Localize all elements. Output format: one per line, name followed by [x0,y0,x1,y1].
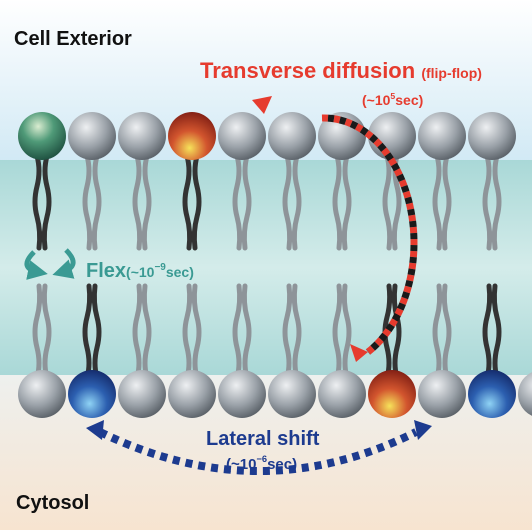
upper-lipid-gray-head [118,112,166,160]
upper-lipid-tail [432,153,452,251]
upper-lipid-gray-head [268,112,316,160]
lower-lipid-blue-head [68,370,116,418]
lower-lipid-tail [482,283,502,381]
flex-time-prefix: (~10 [126,264,155,280]
flex-time-exp: −9 [154,261,166,273]
upper-lipid-tail [182,153,202,251]
lipid-heads [18,112,532,418]
upper-lipid-tail [232,153,252,251]
lower-lipid-blue-head [468,370,516,418]
hydrophobic-core-region [0,160,532,375]
lower-lipid-tail [332,283,352,381]
transverse-arrow-dark-dashes [321,114,418,355]
transverse-time-exp: 5 [390,90,396,101]
lower-lipid-tail [232,283,252,381]
lower-lipid-gray-head [168,370,216,418]
lower-lipid-tail [82,283,102,381]
lower-lipid-tail [282,283,302,381]
cytosol-label: Cytosol [16,492,90,514]
upper-lipid-gray-head [468,112,516,160]
lower-lipid-tail [132,283,152,381]
lower-lipid-tail [432,283,452,381]
transverse-time-prefix: (~10 [362,92,391,108]
transverse-arrowhead-top [252,96,272,114]
lower-lipid-gray-head [268,370,316,418]
transverse-time-suffix: sec) [395,92,424,108]
transverse-title: Transverse diffusion (flip-flop) [200,58,482,84]
upper-lipid-tail [332,153,352,251]
upper-lipid-tail [282,153,302,251]
transverse-subtitle: (flip-flop) [421,65,482,81]
lateral-title: Lateral shift [206,428,320,450]
lateral-time-prefix: (~10 [226,456,257,473]
upper-lipid-red-head [168,112,216,160]
lipid-tails [32,153,502,381]
transverse-arrowhead-bottom [350,344,368,362]
curved-flex-arrows-icon [24,248,76,280]
transverse-title-text: Transverse diffusion [200,58,416,83]
lateral-time: (~10−6sec) [226,454,298,473]
flex-time-suffix: sec) [165,264,194,280]
lateral-arrowhead-left [86,420,104,440]
lower-lipid-gray-head [418,370,466,418]
cell-exterior-label: Cell Exterior [14,28,132,50]
upper-lipid-tail [32,153,52,251]
lower-lipid-gray-head [18,370,66,418]
lower-lipid-gray-head [518,372,532,416]
lower-lipid-red-head [368,370,416,418]
lateral-arrowhead-right [414,420,432,440]
lateral-shift-arrow [98,428,418,475]
upper-lipid-gray-head [218,112,266,160]
lower-lipid-gray-head [118,370,166,418]
transverse-time: (~105sec) [362,90,424,109]
transverse-diffusion-arrow [321,114,418,355]
upper-lipid-gray-head [418,112,466,160]
upper-lipid-tail [132,153,152,251]
lower-lipid-tail [32,283,52,381]
flex-label: Flex(~10−9sec) [86,260,194,283]
lateral-time-suffix: sec) [267,456,298,473]
lower-lipid-tail [182,283,202,381]
lateral-time-exp: −6 [256,454,268,465]
upper-lipid-tail [82,153,102,251]
upper-lipid-tail [482,153,502,251]
upper-lipid-gray-head [68,112,116,160]
upper-lipid-green-head [18,112,66,160]
lower-lipid-gray-head [318,370,366,418]
lower-lipid-gray-head [218,370,266,418]
flex-title: Flex [86,260,127,282]
